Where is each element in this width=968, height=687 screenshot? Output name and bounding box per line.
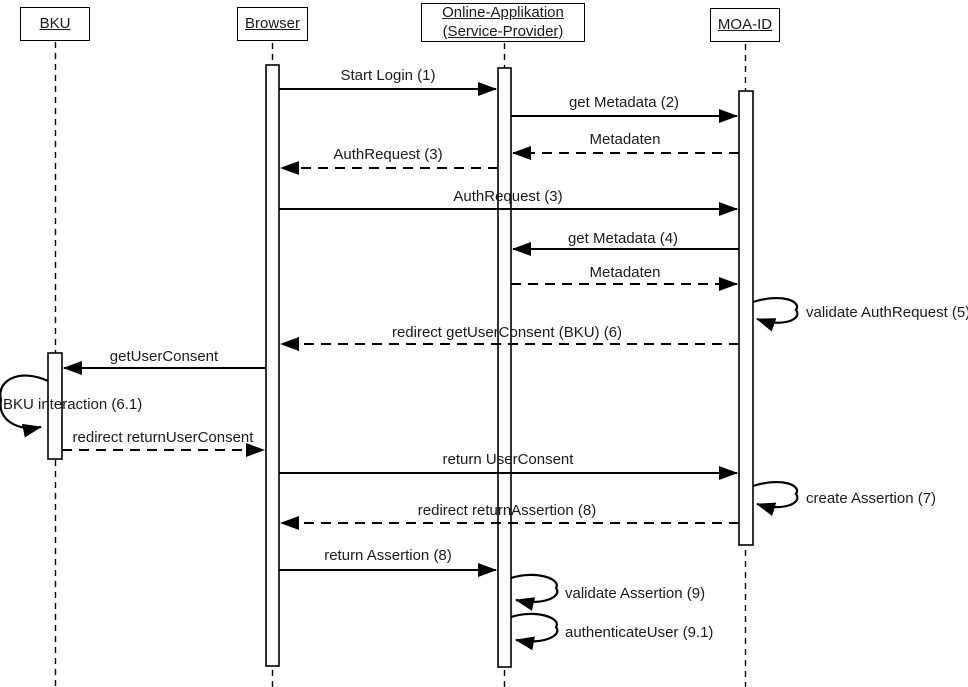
message-label-authrequest-3: AuthRequest (3): [453, 188, 563, 205]
message-label-metadaten-2: Metadaten: [589, 264, 661, 281]
message-label-start-login: Start Login (1): [340, 67, 436, 84]
actor-box-online-applikation: Online-Applikation (Service-Provider): [421, 3, 585, 42]
activation-bar-bku: [47, 352, 63, 460]
actor-box-moa-id: MOA-ID: [710, 8, 780, 42]
message-label-redirect-returnassertion: redirect returnAssertion (8): [417, 502, 597, 519]
message-label-authenticateuser: authenticateUser (9.1): [565, 624, 714, 641]
activation-bar-moa-id: [738, 90, 754, 546]
self-loop-create-assertion: [752, 481, 799, 516]
message-label-redirect-returnuserconsent: redirect returnUserConsent: [72, 429, 254, 446]
actor-label-moa-id: MOA-ID: [717, 15, 773, 33]
message-label-bku-interaction: BKU interaction (6.1): [3, 396, 143, 413]
message-label-validate-authrequest: validate AuthRequest (5): [806, 304, 968, 321]
self-loop-authenticateuser: [510, 612, 559, 651]
self-loop-validate-authrequest: [752, 297, 799, 332]
message-label-get-metadata-2: get Metadata (2): [568, 94, 680, 111]
message-label-return-assertion: return Assertion (8): [324, 547, 452, 564]
actor-box-browser: Browser: [237, 7, 308, 41]
message-label-redirect-getuserconsent: redirect getUserConsent (BKU) (6): [391, 324, 623, 341]
activation-bar-online-applikation: [497, 67, 512, 668]
message-label-metadaten-1: Metadaten: [589, 131, 661, 148]
message-label-authrequest-3-return: AuthRequest (3): [333, 146, 443, 163]
message-label-return-userconsent: return UserConsent: [442, 451, 574, 468]
activation-bar-browser: [265, 64, 280, 667]
self-loop-bku-interaction: [0, 374, 49, 438]
actor-box-bku: BKU: [20, 7, 90, 41]
message-label-create-assertion: create Assertion (7): [806, 490, 937, 507]
message-label-validate-assertion: validate Assertion (9): [565, 585, 706, 602]
actor-label-online-applikation: Online-Applikation (Service-Provider): [442, 4, 564, 40]
actor-label-browser: Browser: [244, 14, 300, 32]
message-label-get-metadata-4: get Metadata (4): [567, 230, 679, 247]
self-loop-validate-assertion: [510, 573, 559, 611]
message-label-getuserconsent: getUserConsent: [109, 348, 219, 365]
actor-label-bku: BKU: [39, 14, 71, 32]
